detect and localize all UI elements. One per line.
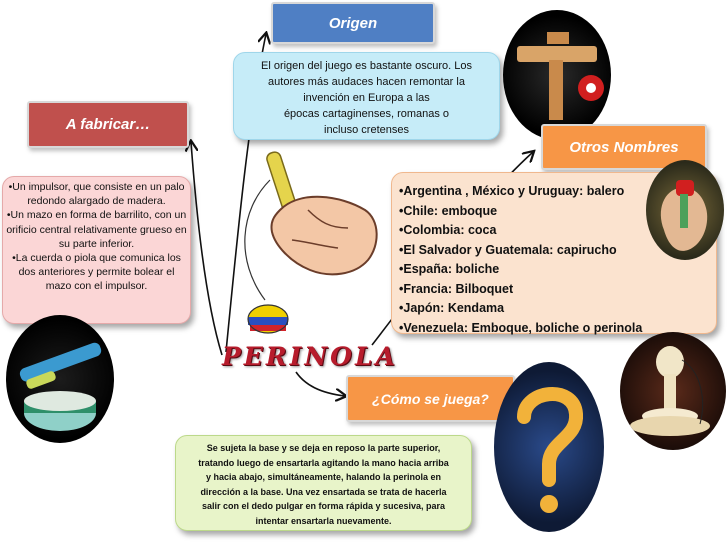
perinola-illustration bbox=[230, 150, 390, 350]
otros-item: •España: boliche bbox=[399, 262, 500, 276]
turned-wood-perinola-photo bbox=[620, 332, 726, 450]
origen-panel: El origen del juego es bastante oscuro. … bbox=[233, 52, 500, 140]
origen-line: autores más audaces hacen remontar la bbox=[268, 76, 465, 88]
juega-line: Se sujeta la base y se deja en reposo la… bbox=[206, 443, 441, 453]
arrow-to-juega bbox=[295, 371, 345, 396]
juega-line: y hacia abajo, simultáneamente, halando … bbox=[205, 472, 442, 482]
kendama-photo bbox=[503, 10, 611, 140]
otros-title: Otros Nombres bbox=[569, 138, 679, 156]
fabricar-header: A fabricar… bbox=[27, 101, 189, 148]
juega-line: intentar ensartarla nuevamente. bbox=[255, 515, 392, 526]
arrow-to-fabricar bbox=[191, 142, 223, 356]
center-title: PERINOLA bbox=[222, 342, 398, 371]
otros-item: •Venezuela: Emboque, boliche o perinola bbox=[399, 320, 643, 335]
origen-header: Origen bbox=[271, 2, 435, 44]
otros-item: •Colombia: coca bbox=[399, 223, 497, 237]
fabricar-title: A fabricar… bbox=[65, 116, 151, 133]
juega-panel: Se sujeta la base y se deja en reposo la… bbox=[175, 435, 472, 531]
fabricar-item: •Un impulsor, que consiste en un palo re… bbox=[8, 181, 185, 208]
otros-item: •Argentina , México y Uruguay: balero bbox=[399, 184, 625, 198]
otros-item: •Japón: Kendama bbox=[399, 301, 505, 315]
origen-title: Origen bbox=[328, 14, 378, 32]
juega-header: ¿Cómo se juega? bbox=[346, 375, 515, 422]
juega-line: tratando luego de ensartarla agitando la… bbox=[198, 457, 449, 468]
hand-holding-perinola-photo bbox=[646, 160, 724, 260]
origen-line: invención en Europa a las bbox=[303, 92, 430, 104]
fabricar-item: •Un mazo en forma de barrilito, con un o… bbox=[6, 209, 187, 250]
otros-item: •Francia: Bilboquet bbox=[399, 281, 514, 296]
juega-line: salir con el dedo pulgar en forma rápida… bbox=[201, 501, 446, 511]
otros-list: •Argentina , México y Uruguay: balero •C… bbox=[399, 182, 716, 338]
otros-item: •Chile: emboque bbox=[399, 203, 498, 218]
juega-title: ¿Cómo se juega? bbox=[372, 390, 489, 407]
fabricar-panel: •Un impulsor, que consiste en un palo re… bbox=[2, 176, 191, 324]
origen-line: épocas cartaginenses, romanas o bbox=[283, 108, 450, 120]
origen-line: incluso cretenses bbox=[324, 124, 409, 136]
question-mark-image bbox=[494, 362, 604, 532]
juega-line: dirección a la base. Una vez ensartada s… bbox=[200, 486, 447, 497]
wooden-perinola-photo bbox=[6, 315, 114, 443]
fabricar-item: •La cuerda o piola que comunica los dos … bbox=[12, 252, 181, 293]
otros-item: •El Salvador y Guatemala: capirucho bbox=[399, 242, 617, 257]
origen-line: El origen del juego es bastante oscuro. … bbox=[261, 60, 472, 72]
otros-header: Otros Nombres bbox=[541, 124, 707, 170]
